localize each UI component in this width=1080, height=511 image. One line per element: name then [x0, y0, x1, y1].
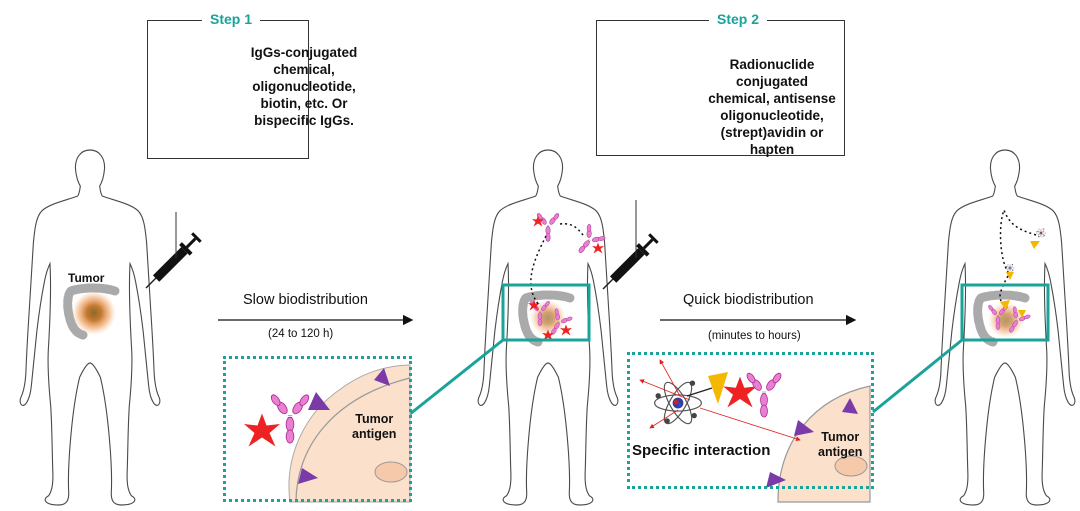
tumor-label: Tumor	[68, 271, 105, 285]
step1-box: Step 1 IgGs-conjugated chemical, oligonu…	[147, 11, 357, 159]
syringe-icon-2	[602, 232, 660, 290]
specific-interaction-label: Specific interaction	[632, 442, 771, 459]
tumor-antigen-label-2: Tumor antigen	[818, 430, 863, 459]
nucleus-2	[834, 455, 868, 477]
inset-1-content	[244, 364, 411, 503]
step2-box: Step 2 Radionuclide conjugated chemical,…	[596, 11, 845, 157]
step1-title: Step 1	[202, 11, 261, 27]
syringe-icon	[145, 231, 203, 289]
quick-time-label: (minutes to hours)	[708, 330, 801, 342]
zoom-box-3	[960, 283, 1050, 342]
zoom-box-2	[501, 283, 591, 342]
tumor-antigen-label-1: Tumor antigen	[352, 412, 397, 441]
tumor-1	[72, 291, 116, 335]
slow-biodistribution-label: Slow biodistribution	[243, 292, 368, 308]
slow-time-label: (24 to 120 h)	[268, 328, 334, 340]
step2-title: Step 2	[709, 11, 768, 27]
inset-box-2	[627, 352, 874, 489]
step2-description: Radionuclide conjugated chemical, antise…	[708, 57, 836, 157]
step1-description: IgGs-conjugated chemical, oligonucleotid…	[250, 45, 358, 128]
inset-2-content	[639, 359, 871, 503]
quick-biodistribution-label: Quick biodistribution	[683, 292, 814, 308]
inset-box-1	[223, 356, 412, 502]
yellow-triangle-icon	[1000, 241, 1040, 318]
nucleus-1	[374, 461, 408, 483]
